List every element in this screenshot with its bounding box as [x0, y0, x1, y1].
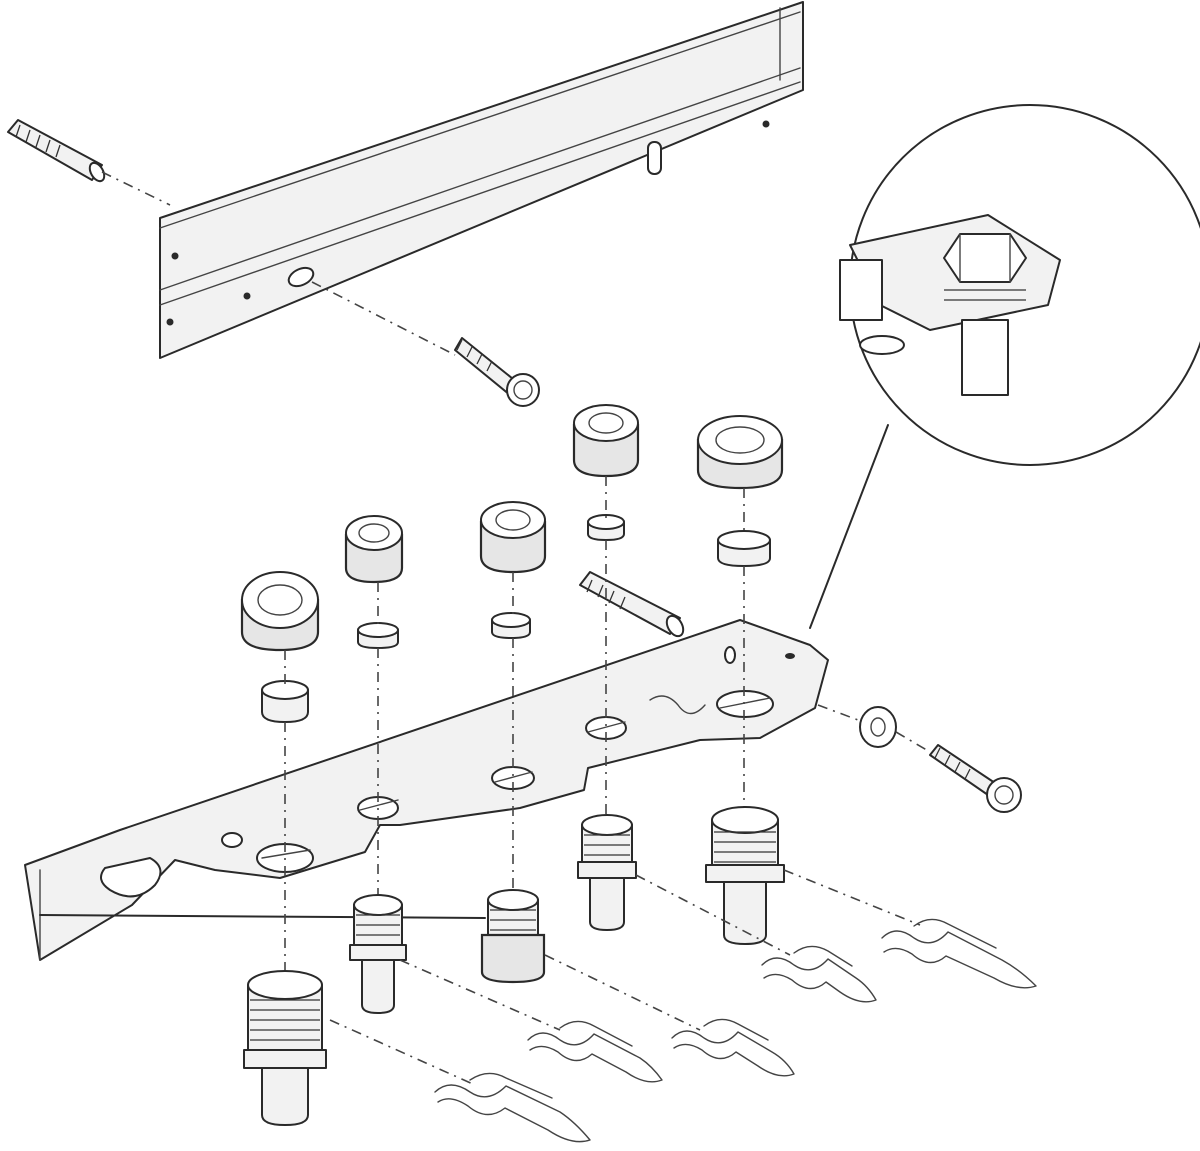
union-nut — [696, 415, 784, 490]
threaded-nipple — [705, 806, 785, 945]
screw — [454, 337, 540, 407]
retaining-clip — [671, 1018, 795, 1077]
olive-ring — [491, 612, 531, 639]
union-nut — [240, 571, 320, 652]
detail-callout — [809, 104, 1200, 629]
retaining-clip — [434, 1072, 591, 1143]
olive-ring — [261, 680, 309, 723]
olive-ring — [357, 622, 399, 649]
retaining-clip — [881, 918, 1037, 989]
retaining-clip — [527, 1020, 663, 1083]
threaded-nipple — [480, 889, 546, 984]
retaining-clip — [761, 945, 877, 1003]
union-nut — [479, 501, 547, 574]
top-mounting-rail — [159, 1, 804, 359]
manifold-bracket — [24, 619, 829, 961]
washer — [859, 706, 897, 748]
olive-ring — [717, 530, 771, 567]
threaded-nipple — [243, 970, 327, 1126]
threaded-nipple — [577, 814, 637, 931]
union-nut — [572, 404, 640, 478]
wall-plug — [579, 571, 685, 638]
union-nut — [344, 515, 404, 584]
threaded-nipple — [349, 894, 407, 1014]
screw — [929, 744, 1022, 813]
olive-ring — [587, 514, 625, 541]
wall-plug — [7, 119, 106, 183]
